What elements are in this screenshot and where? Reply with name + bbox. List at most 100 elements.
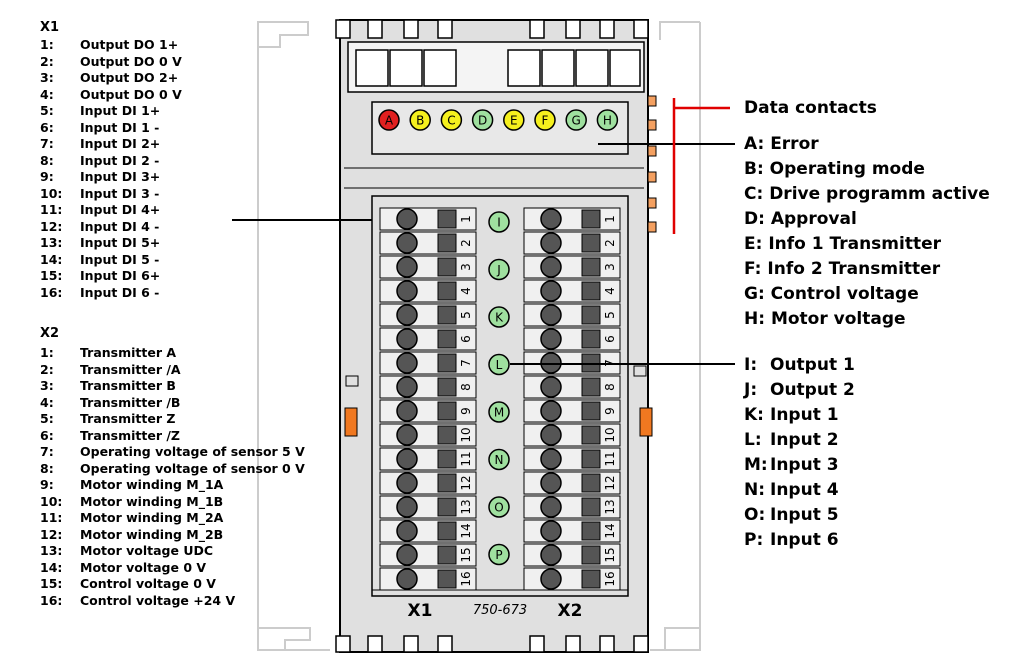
terminal-release bbox=[437, 473, 457, 493]
terminal-screw bbox=[396, 472, 418, 494]
io-led-m: M bbox=[488, 401, 510, 423]
io-legend-key: L: bbox=[744, 430, 762, 450]
pin-list-item: 8:Operating voltage of sensor 0 V bbox=[40, 461, 305, 477]
terminal-release bbox=[437, 521, 457, 541]
pin-list-item: 16:Control voltage +24 V bbox=[40, 593, 235, 609]
pin-number: 8: bbox=[40, 460, 54, 476]
led-letter: M bbox=[494, 406, 504, 420]
io-legend-label: Input 4 bbox=[770, 480, 839, 500]
terminal-number: 12 bbox=[459, 475, 473, 490]
terminal-number: 4 bbox=[459, 287, 473, 295]
terminal-number: 9 bbox=[603, 407, 617, 415]
terminal-screw bbox=[396, 568, 418, 590]
terminal-release bbox=[437, 305, 457, 325]
terminal-clamp: 16 bbox=[523, 567, 621, 591]
status-legend-item: H: Motor voltage bbox=[744, 309, 906, 329]
io-legend-label: Input 5 bbox=[770, 505, 839, 525]
io-legend-item: M:Input 3 bbox=[744, 455, 839, 475]
io-led-k: K bbox=[488, 306, 510, 328]
status-legend-item: A: Error bbox=[744, 134, 819, 154]
terminal-release bbox=[581, 473, 601, 493]
led-letter: G bbox=[572, 114, 581, 128]
pin-number: 6: bbox=[40, 119, 54, 135]
pin-label: Input DI 4+ bbox=[80, 202, 161, 217]
terminal-clamp: 10 bbox=[379, 423, 477, 447]
pin-number: 15: bbox=[40, 268, 63, 283]
terminal-number: 15 bbox=[459, 547, 473, 562]
terminal-number: 5 bbox=[603, 311, 617, 319]
terminal-number: 4 bbox=[603, 287, 617, 295]
terminal-clamp: 8 bbox=[379, 375, 477, 399]
terminal-release bbox=[437, 209, 457, 229]
pin-list-item: 12:Input DI 4 - bbox=[40, 219, 159, 235]
terminal-screw bbox=[540, 472, 562, 494]
terminal-screw bbox=[396, 376, 418, 398]
terminal-screw bbox=[540, 328, 562, 350]
pin-label: Motor winding M_2A bbox=[80, 510, 224, 525]
pin-number: 4: bbox=[40, 86, 54, 102]
pin-label: Output DO 2+ bbox=[80, 70, 179, 85]
status-legend-item: B: Operating mode bbox=[744, 159, 925, 179]
pin-list-item: 10:Motor winding M_1B bbox=[40, 494, 223, 510]
terminal-number: 14 bbox=[459, 523, 473, 538]
pin-label: Motor winding M_1A bbox=[80, 477, 224, 492]
pin-number: 2: bbox=[40, 53, 54, 69]
status-led-b: B bbox=[409, 109, 431, 131]
pin-number: 11: bbox=[40, 202, 63, 217]
terminal-screw bbox=[396, 280, 418, 302]
terminal-release bbox=[437, 401, 457, 421]
pin-list-item: 16:Input DI 6 - bbox=[40, 285, 159, 301]
terminal-clamp: 13 bbox=[379, 495, 477, 519]
terminal-release bbox=[437, 425, 457, 445]
pin-label: Output DO 0 V bbox=[80, 86, 182, 102]
pin-label: Input DI 2 - bbox=[80, 152, 160, 168]
terminal-screw bbox=[540, 280, 562, 302]
pin-list-item: 5:Input DI 1+ bbox=[40, 103, 160, 119]
pin-label: Motor voltage 0 V bbox=[80, 559, 207, 575]
terminal-clamp: 4 bbox=[379, 279, 477, 303]
pin-label: Motor winding M_2B bbox=[80, 526, 224, 542]
pin-label: Input DI 4 - bbox=[80, 218, 160, 234]
data-contacts-label: Data contacts bbox=[744, 98, 877, 118]
pin-list-item: 13:Motor voltage UDC bbox=[40, 543, 213, 559]
terminal-release bbox=[581, 425, 601, 445]
pin-number: 5: bbox=[40, 103, 54, 118]
pin-label: Output DO 0 V bbox=[80, 53, 182, 69]
pin-number: 13: bbox=[40, 235, 63, 250]
terminal-release bbox=[581, 281, 601, 301]
pin-label: Operating voltage of sensor 5 V bbox=[80, 444, 305, 459]
terminal-number: 10 bbox=[603, 427, 617, 442]
terminal-screw bbox=[396, 496, 418, 518]
terminal-clamp: 1 bbox=[379, 207, 477, 231]
terminal-number: 3 bbox=[459, 263, 473, 271]
terminal-clamp: 7 bbox=[379, 351, 477, 375]
pin-label: Transmitter /Z bbox=[80, 427, 180, 443]
terminal-clamp: 14 bbox=[523, 519, 621, 543]
pin-label: Output DO 1+ bbox=[80, 37, 179, 52]
terminal-release bbox=[437, 569, 457, 589]
x2-title: X2 bbox=[40, 326, 60, 341]
pin-list-item: 7:Operating voltage of sensor 5 V bbox=[40, 444, 305, 460]
pin-list-item: 1:Transmitter A bbox=[40, 345, 176, 361]
pin-list-item: 7:Input DI 2+ bbox=[40, 136, 160, 152]
io-led-n: N bbox=[488, 448, 510, 471]
io-legend-item: L: Input 2 bbox=[744, 430, 839, 450]
terminal-number: 13 bbox=[603, 499, 617, 514]
pin-label: Control voltage 0 V bbox=[80, 576, 216, 591]
terminal-number: 1 bbox=[459, 215, 473, 223]
io-led-j: J bbox=[488, 258, 510, 281]
terminal-screw bbox=[396, 328, 418, 350]
terminal-clamp: 11 bbox=[523, 447, 621, 471]
pin-label: Input DI 2+ bbox=[80, 136, 161, 151]
terminal-screw bbox=[540, 568, 562, 590]
terminal-number: 9 bbox=[459, 407, 473, 415]
pin-number: 12: bbox=[40, 526, 63, 542]
io-legend-label: Input 2 bbox=[770, 430, 839, 450]
status-led-e: E bbox=[503, 109, 525, 131]
status-legend-item: C: Drive programm active bbox=[744, 184, 990, 204]
status-led-g: G bbox=[565, 109, 587, 131]
terminal-release bbox=[581, 545, 601, 565]
status-led-a: A bbox=[378, 109, 400, 131]
terminal-screw bbox=[540, 232, 562, 254]
pin-list-item: 14:Input DI 5 - bbox=[40, 252, 159, 268]
